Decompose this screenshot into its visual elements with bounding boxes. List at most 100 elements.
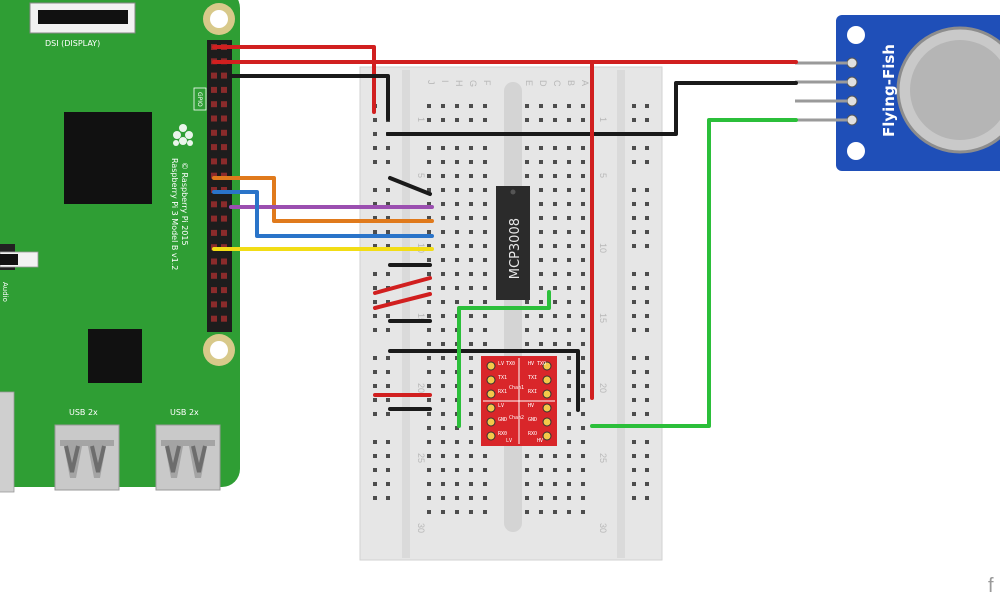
breadboard-hole (539, 454, 543, 458)
gpio-header (207, 40, 232, 332)
rail-hole (645, 244, 649, 248)
gpio-pin (221, 144, 227, 151)
ls-pin-label-4: LV (498, 403, 504, 409)
breadboard-hole (567, 216, 571, 220)
dsi-connector: DSI (DISPLAY) (29, 2, 136, 48)
breadboard-hole (469, 510, 473, 514)
breadboard-hole (455, 146, 459, 150)
ls-pin-label-r2: TXI (528, 375, 537, 381)
breadboard-hole (469, 370, 473, 374)
breadboard-hole (441, 314, 445, 318)
breadboard-hole (553, 146, 557, 150)
col-letter-b: B (566, 80, 576, 86)
breadboard-hole (567, 356, 571, 360)
breadboard-hole (483, 454, 487, 458)
breadboard-hole (581, 118, 585, 122)
breadboard-hole (427, 174, 431, 178)
breadboard-hole (553, 342, 557, 346)
rail-hole (632, 412, 636, 416)
breadboard-hole (483, 230, 487, 234)
breadboard-hole (427, 510, 431, 514)
breadboard-hole (427, 412, 431, 416)
level-shifter: Chan1 Chan2 LV TX1 RX1 LV GND RX0 TX0 LV… (481, 356, 557, 446)
breadboard-hole (567, 202, 571, 206)
rail-hole (632, 300, 636, 304)
wire-jumper-1 (388, 176, 432, 196)
gpio-pin (221, 287, 227, 294)
col-letter-j: J (426, 80, 436, 85)
dsi-label: DSI (DISPLAY) (45, 39, 100, 48)
breadboard-hole (525, 146, 529, 150)
breadboard-hole (455, 426, 459, 430)
breadboard-hole (539, 188, 543, 192)
breadboard-hole (469, 160, 473, 164)
breadboard-hole (567, 412, 571, 416)
rail-hole (373, 272, 377, 276)
breadboard-hole (483, 286, 487, 290)
rail-hole (386, 160, 390, 164)
breadboard-hole (455, 216, 459, 220)
breadboard-hole (567, 188, 571, 192)
rail-hole (645, 160, 649, 164)
breadboard-hole (441, 300, 445, 304)
breadboard-hole (469, 454, 473, 458)
level-shifter-pin (542, 389, 552, 399)
breadboard-hole (469, 356, 473, 360)
rail-hole (632, 104, 636, 108)
brand-mark: f (988, 575, 994, 597)
breadboard-hole (581, 342, 585, 346)
ethernet-port (0, 391, 15, 493)
chan1-label: Chan1 (509, 385, 524, 391)
wire-green-sensor (590, 118, 798, 428)
wire-gnd-black (229, 74, 390, 121)
breadboard-hole (581, 146, 585, 150)
breadboard-hole (469, 412, 473, 416)
gpio-label: GPIO (196, 92, 203, 107)
breadboard-hole (427, 104, 431, 108)
level-shifter-pin (486, 389, 496, 399)
usb-port-1: USB 2x (54, 408, 120, 491)
breadboard-hole (469, 328, 473, 332)
breadboard-hole (469, 286, 473, 290)
sensor-pin (846, 57, 858, 69)
breadboard-hole (539, 496, 543, 500)
breadboard-hole (469, 216, 473, 220)
gpio-pin (211, 287, 217, 294)
breadboard-hole (581, 230, 585, 234)
gpio-pin (211, 215, 217, 222)
ls-pin-label-3: RX1 (498, 389, 507, 395)
breadboard-hole (525, 300, 529, 304)
breadboard-hole (567, 342, 571, 346)
breadboard-hole (483, 174, 487, 178)
ls-pin-label-r6: RXO (528, 431, 537, 437)
rail-hole (645, 146, 649, 150)
breadboard-hole (581, 440, 585, 444)
rail-hole (632, 244, 636, 248)
breadboard-hole (525, 328, 529, 332)
breadboard-hole (539, 118, 543, 122)
breadboard-hole (581, 300, 585, 304)
mcp3008-label: MCP3008 (508, 218, 523, 279)
breadboard-hole (441, 286, 445, 290)
breadboard-hole (427, 216, 431, 220)
breadboard-hole (427, 370, 431, 374)
breadboard-hole (441, 146, 445, 150)
gpio-pin (211, 72, 217, 79)
gpio-pin (211, 115, 217, 122)
breadboard-hole (483, 314, 487, 318)
breadboard-hole (581, 216, 585, 220)
breadboard-hole (483, 468, 487, 472)
breadboard-hole (581, 314, 585, 318)
breadboard-hole (567, 426, 571, 430)
breadboard-hole (553, 286, 557, 290)
sensor-pin (846, 95, 858, 107)
breadboard-hole (427, 496, 431, 500)
gpio-pin (221, 301, 227, 308)
breadboard-hole (539, 328, 543, 332)
breadboard-hole (525, 482, 529, 486)
breadboard-hole (525, 468, 529, 472)
gpio-pin (211, 201, 217, 208)
rail-hole (373, 300, 377, 304)
rail-hole (373, 118, 377, 122)
breadboard-hole (567, 104, 571, 108)
